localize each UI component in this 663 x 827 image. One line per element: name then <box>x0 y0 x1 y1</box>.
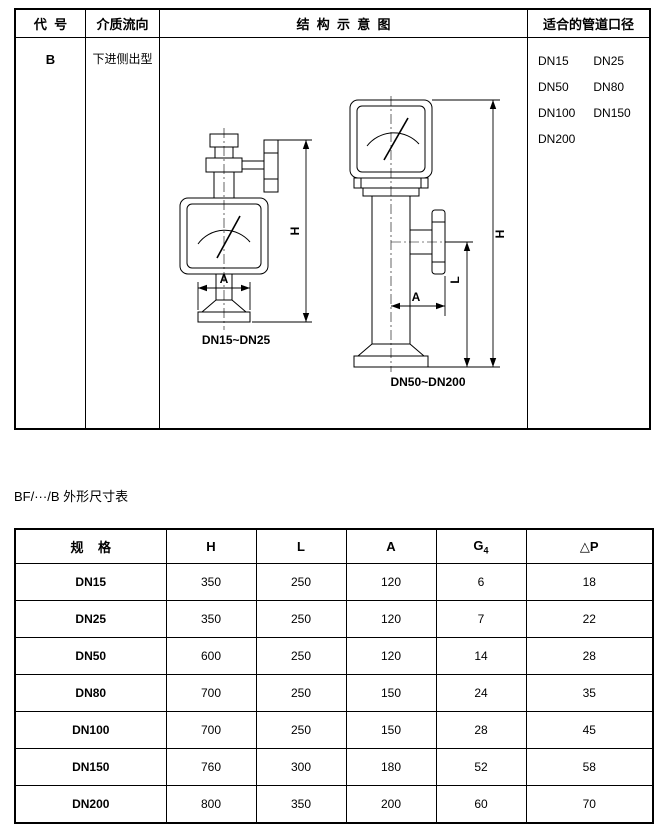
table-row: DN200 800 350 200 60 70 <box>14 785 654 824</box>
value-cell: 120 <box>345 563 437 601</box>
header-pipe-diameters: 适合的管道口径 <box>528 10 649 38</box>
pipe-sizes-cell: DN15 DN25 DN50 DN80 DN100 DN150 DN200 <box>528 38 649 428</box>
value-cell: 22 <box>525 600 654 638</box>
dimensions-table: 规 格 H L A G4 △P DN15 350 250 120 6 18 DN… <box>14 528 654 824</box>
table-row: DN25 350 250 120 7 22 <box>14 600 654 638</box>
spec-cell: DN15 <box>14 563 167 601</box>
value-cell: 45 <box>525 711 654 749</box>
value-cell: 700 <box>165 674 257 712</box>
dim-label-a-large: A <box>412 290 421 304</box>
col-header-l: L <box>255 528 347 564</box>
col-header-g4: G4 <box>435 528 527 564</box>
value-cell: 18 <box>525 563 654 601</box>
value-cell: 52 <box>435 748 527 786</box>
table-header-row: 规 格 H L A G4 △P <box>14 528 654 564</box>
pipe-size: DN150 <box>593 106 631 120</box>
dim-label-a-small: A <box>220 272 229 286</box>
structure-diagram: DN15~DN25 DN50~DN200 H A H L A <box>179 96 507 389</box>
small-figure-label: DN15~DN25 <box>202 333 271 347</box>
value-cell: 600 <box>165 637 257 675</box>
spec-cell: DN200 <box>14 785 167 824</box>
value-cell: 350 <box>165 600 257 638</box>
value-cell: 350 <box>165 563 257 601</box>
value-cell: 35 <box>525 674 654 712</box>
large-figure-label: DN50~DN200 <box>390 375 465 389</box>
spec-cell: DN150 <box>14 748 167 786</box>
col-header-dp: △P <box>525 528 654 564</box>
value-cell: 250 <box>255 637 347 675</box>
spec-cell: DN80 <box>14 674 167 712</box>
value-cell: 60 <box>435 785 527 824</box>
value-cell: 700 <box>165 711 257 749</box>
value-cell: 6 <box>435 563 527 601</box>
value-cell: 14 <box>435 637 527 675</box>
spec-cell: DN100 <box>14 711 167 749</box>
value-cell: 250 <box>255 711 347 749</box>
spec-cell: DN50 <box>14 637 167 675</box>
dim-label-h-large: H <box>493 230 507 239</box>
value-cell: 24 <box>435 674 527 712</box>
value-cell: 70 <box>525 785 654 824</box>
pipe-size: DN25 <box>593 54 625 68</box>
value-cell: 300 <box>255 748 347 786</box>
large-meter-figure <box>349 96 454 372</box>
value-cell: 28 <box>435 711 527 749</box>
col-header-h: H <box>165 528 257 564</box>
small-meter-dimensions <box>197 139 312 323</box>
header-code: 代 号 <box>16 10 86 38</box>
table-row: DN150 760 300 180 52 58 <box>14 748 654 786</box>
col-header-a: A <box>345 528 437 564</box>
value-cell: 150 <box>345 711 437 749</box>
value-cell: 800 <box>165 785 257 824</box>
value-cell: 250 <box>255 563 347 601</box>
small-meter-figure <box>179 128 279 330</box>
table-row: DN80 700 250 150 24 35 <box>14 674 654 712</box>
value-cell: 7 <box>435 600 527 638</box>
col-header-spec: 规 格 <box>14 528 167 564</box>
header-flow-direction: 介质流向 <box>86 10 160 38</box>
type-table: 代 号 介质流向 结 构 示 意 图 适合的管道口径 B 下进侧出型 <box>14 8 651 430</box>
pipe-size: DN200 <box>538 132 576 146</box>
code-value: B <box>16 38 86 428</box>
value-cell: 28 <box>525 637 654 675</box>
large-meter-dimensions <box>391 99 500 368</box>
value-cell: 200 <box>345 785 437 824</box>
table-row: DN50 600 250 120 14 28 <box>14 637 654 675</box>
value-cell: 250 <box>255 674 347 712</box>
g-subscript: 4 <box>483 545 489 556</box>
value-cell: 350 <box>255 785 347 824</box>
value-cell: 760 <box>165 748 257 786</box>
value-cell: 120 <box>345 637 437 675</box>
value-cell: 58 <box>525 748 654 786</box>
diagram-cell: DN15~DN25 DN50~DN200 H A H L A <box>160 38 528 428</box>
pipe-size: DN80 <box>593 80 625 94</box>
dim-label-l-large: L <box>448 276 462 283</box>
dimension-table-caption: BF/···/B 外形尺寸表 <box>14 489 129 504</box>
g-label: G <box>473 537 484 553</box>
pipe-size: DN50 <box>538 80 569 94</box>
dim-label-h-small: H <box>288 227 302 236</box>
value-cell: 180 <box>345 748 437 786</box>
header-structure-diagram: 结 构 示 意 图 <box>160 10 528 38</box>
value-cell: 150 <box>345 674 437 712</box>
pipe-size: DN100 <box>538 106 576 120</box>
flow-type-value: 下进侧出型 <box>86 38 160 428</box>
table-row: DN15 350 250 120 6 18 <box>14 563 654 601</box>
spec-cell: DN25 <box>14 600 167 638</box>
table-row: DN100 700 250 150 28 45 <box>14 711 654 749</box>
value-cell: 120 <box>345 600 437 638</box>
pipe-size: DN15 <box>538 54 569 68</box>
value-cell: 250 <box>255 600 347 638</box>
